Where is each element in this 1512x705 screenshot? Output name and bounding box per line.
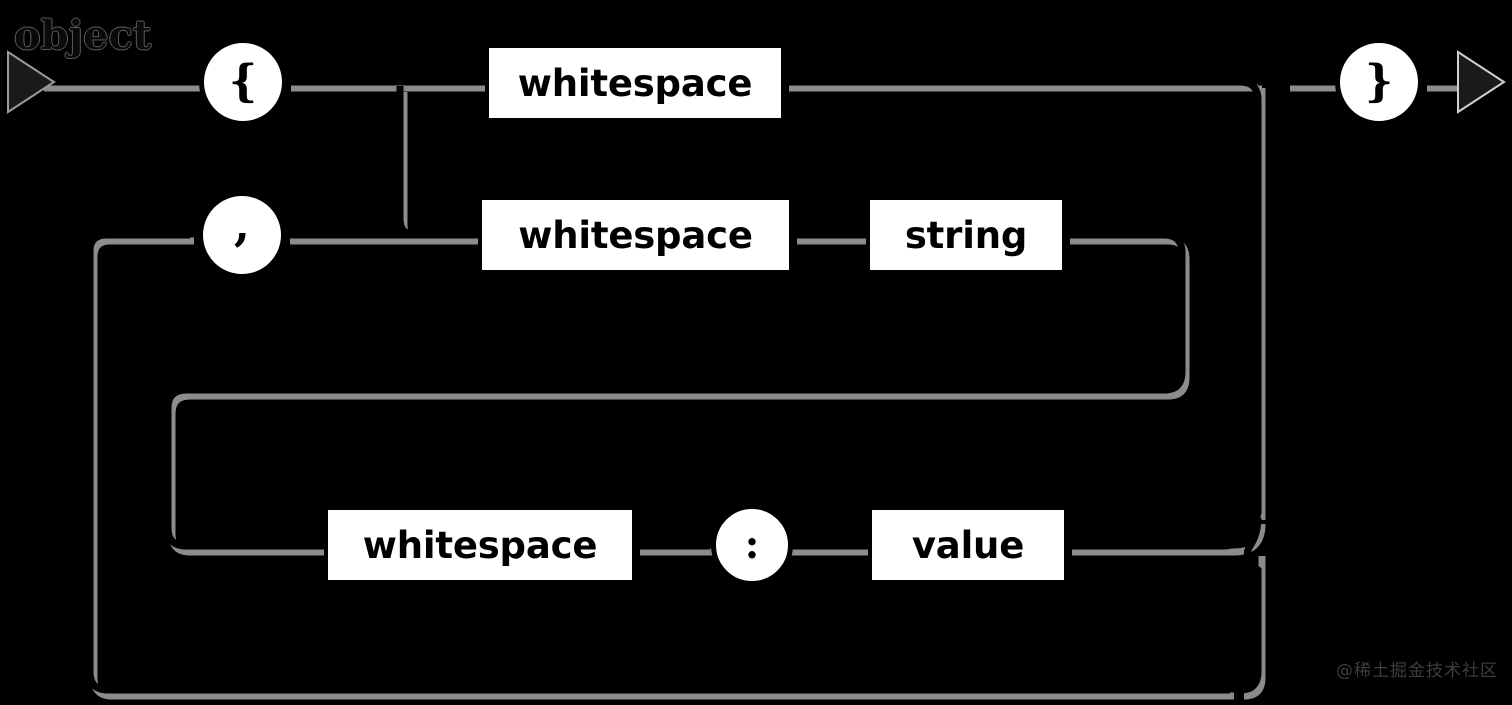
node-whitespace-2-label: whitespace (518, 213, 753, 257)
node-whitespace-3[interactable]: whitespace (324, 506, 636, 584)
node-whitespace-1[interactable]: whitespace (485, 44, 785, 122)
node-comma-label: , (233, 196, 250, 251)
rail-string-to-row3 (164, 231, 1186, 550)
node-colon-label: : (744, 521, 760, 568)
rail-right-descend (1239, 78, 1262, 514)
rail-branch-to-row2 (396, 86, 478, 239)
node-string-label: string (904, 213, 1028, 257)
rail-main-layer (40, 78, 1474, 694)
node-colon[interactable]: : (711, 504, 793, 586)
node-whitespace-3-label: whitespace (362, 523, 598, 567)
node-close-brace[interactable]: } (1335, 38, 1423, 126)
node-comma[interactable]: , (198, 191, 286, 279)
exit-arrow-icon (1457, 50, 1506, 114)
node-open-brace[interactable]: { (199, 38, 287, 126)
rail-value-to-right-merge (1068, 507, 1262, 550)
node-value-label: value (911, 523, 1025, 567)
node-whitespace-1-label: whitespace (517, 61, 753, 105)
watermark-label: @稀土掘金技术社区 (1336, 661, 1498, 681)
node-whitespace-2[interactable]: whitespace (478, 196, 793, 274)
diagram-title: object (14, 12, 152, 59)
rail-outer-loop-left (86, 231, 1230, 694)
entry-arrow-icon (7, 50, 56, 114)
rail-right-descend-bottom (1239, 517, 1262, 694)
node-string[interactable]: string (866, 196, 1066, 274)
node-value[interactable]: value (868, 506, 1068, 584)
node-open-brace-label: { (228, 56, 258, 107)
node-close-brace-label: } (1364, 56, 1394, 107)
